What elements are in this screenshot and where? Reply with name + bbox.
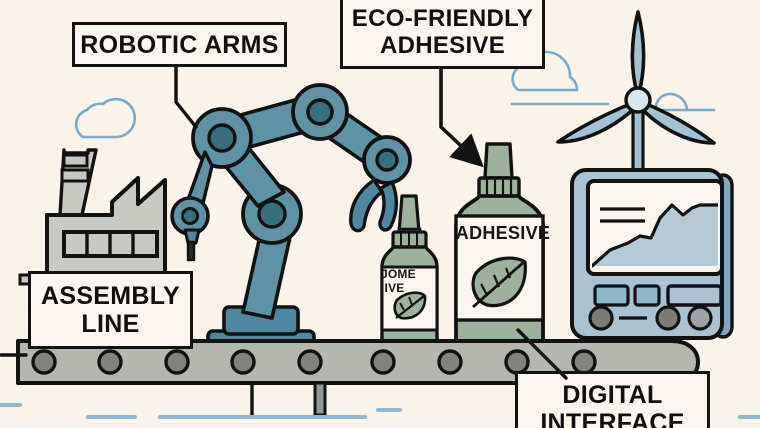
large-bottle-label-text: ADHESIVE: [455, 222, 551, 243]
small-adhesive-bottle: [380, 194, 439, 352]
monitor-knob-3: [687, 305, 713, 331]
callout-digital-interface[interactable]: DIGITAL INTERFACE: [515, 371, 710, 428]
callout-digital-interface-label: DIGITAL INTERFACE: [540, 381, 684, 428]
monitor-button-3: [666, 284, 723, 307]
screen-chart: [592, 203, 718, 268]
monitor-knob-1: [588, 305, 614, 331]
ground-lines: [0, 403, 760, 419]
monitor-button-2: [633, 284, 661, 307]
callout-eco-adhesive-line2: ADHESIVE: [379, 31, 506, 59]
monitor-button-1: [593, 284, 630, 307]
callout-robotic-arms[interactable]: ROBOTIC ARMS: [72, 22, 287, 67]
callout-digital-interface-line2: INTERFACE: [540, 409, 685, 428]
callout-eco-adhesive-line1: ECO-FRIENDLY: [351, 4, 534, 32]
conveyor-leg-2: [313, 381, 327, 417]
callout-assembly-line-line1: ASSEMBLY: [40, 282, 180, 310]
callout-eco-adhesive[interactable]: ECO-FRIENDLY ADHESIVE: [340, 0, 545, 69]
cloud-right-upper-icon: [510, 50, 610, 106]
callout-assembly-line[interactable]: ASSEMBLY LINE: [28, 271, 193, 349]
callout-eco-adhesive-label: ECO-FRIENDLY ADHESIVE: [351, 4, 534, 60]
wind-turbine: [556, 10, 716, 214]
cloud-left-icon: [74, 97, 137, 139]
monitor-knob-2: [655, 305, 681, 331]
conveyor-rollers: [31, 349, 597, 375]
callout-robotic-arms-label: ROBOTIC ARMS: [80, 30, 279, 59]
leaf-icon: [393, 291, 427, 320]
callout-assembly-line-line2: LINE: [81, 310, 140, 338]
callout-assembly-line-label: ASSEMBLY LINE: [41, 282, 180, 338]
callout-digital-interface-line1: DIGITAL: [562, 381, 663, 409]
leaf-icon: [471, 256, 527, 309]
small-bottle-label-text: JOME IIVE: [381, 266, 416, 295]
digital-interface-monitor: [570, 168, 734, 340]
gripper-claw: [349, 178, 399, 233]
large-adhesive-bottle: [454, 142, 545, 350]
